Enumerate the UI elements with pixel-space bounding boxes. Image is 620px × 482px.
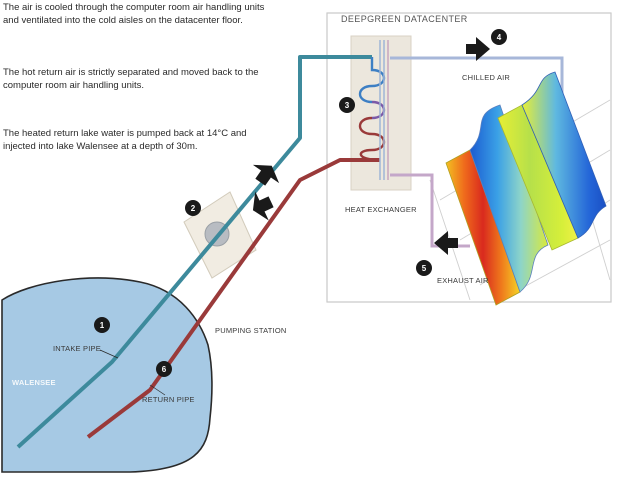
badge-2: 2 [185, 200, 201, 216]
exhaust-air-arrow-icon [434, 231, 458, 255]
intake-pipe [16, 55, 372, 449]
server-racks [445, 71, 607, 306]
lake-walensee [1, 277, 213, 473]
label-pumping-station: PUMPING STATION [215, 326, 286, 335]
badge-5-text: 5 [422, 264, 427, 273]
flow-up-arrow-icon [252, 164, 280, 186]
description-p1: The air is cooled through the computer r… [3, 2, 265, 26]
label-datacenter: DEEPGREEN DATACENTER [341, 14, 468, 24]
label-intake-pipe: INTAKE PIPE [53, 344, 101, 353]
badge-6-text: 6 [162, 365, 167, 374]
heat-exchanger-panel [350, 35, 412, 191]
return-pipe [86, 158, 380, 439]
label-chilled-air: CHILLED AIR [462, 73, 510, 82]
badge-2-text: 2 [191, 204, 196, 213]
chilled-air-arrow-icon [466, 37, 490, 61]
chilled-air-duct [390, 56, 564, 112]
badge-1-text: 1 [100, 321, 105, 330]
flow-down-arrow-icon [252, 191, 274, 221]
badge-4: 4 [491, 29, 507, 45]
badge-4-text: 4 [497, 33, 502, 42]
datacenter-outline [326, 12, 612, 303]
description-p2: The hot return air is strictly separated… [3, 67, 259, 91]
badge-3: 3 [339, 97, 355, 113]
badge-5: 5 [416, 260, 432, 276]
label-exhaust-air: EXHAUST AIR [437, 276, 489, 285]
badge-1: 1 [94, 317, 110, 333]
label-return-pipe: RETURN PIPE [142, 395, 195, 404]
label-lake: WALENSEE [12, 378, 56, 387]
badge-6: 6 [156, 361, 172, 377]
label-heat-exchanger: HEAT EXCHANGER [345, 205, 417, 214]
exchanger-coils [358, 40, 389, 180]
badge-3-text: 3 [345, 101, 350, 110]
description-p3: The heated return lake water is pumped b… [3, 128, 247, 152]
